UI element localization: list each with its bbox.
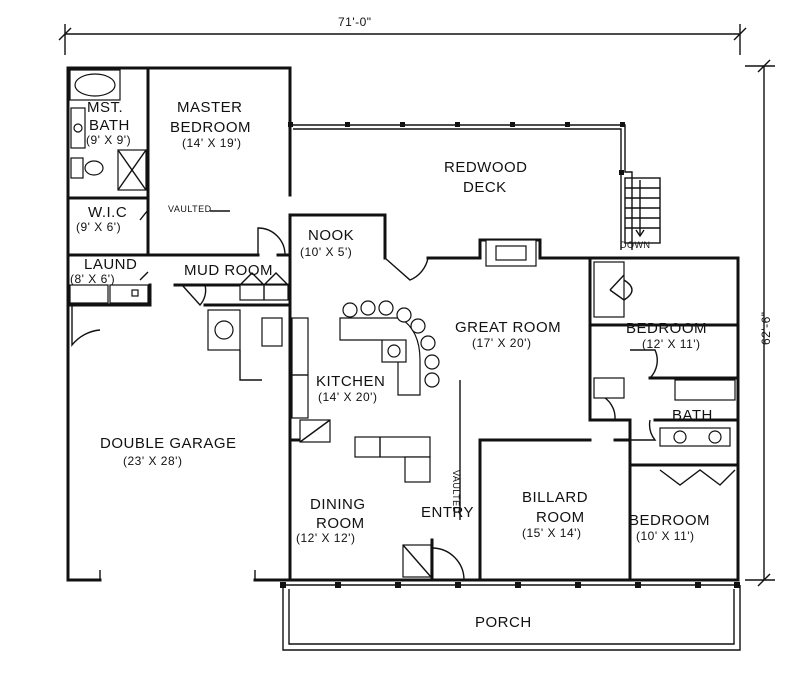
kitchen-island[interactable]	[339, 317, 421, 396]
laundry-fixtures	[69, 284, 149, 304]
bedroom-2-size: (10' X 11')	[636, 529, 695, 543]
nook-size: (10' X 5')	[300, 245, 352, 259]
vaulted-markers	[210, 210, 461, 520]
mud-room-lockers	[207, 272, 289, 381]
billard-room-label-2: ROOM	[536, 509, 585, 526]
depth-dimension-line	[745, 59, 775, 587]
wet-bar[interactable]	[354, 436, 431, 483]
bedroom-2-label: BEDROOM	[629, 512, 710, 529]
depth-dimension-label: 62'-6"	[759, 311, 773, 345]
down-note: DOWN	[620, 240, 651, 250]
great-room-size: (17' X 20')	[472, 336, 531, 350]
vaulted-note-master: VAULTED	[168, 204, 212, 214]
dining-room-label-1: DINING	[310, 496, 366, 513]
dining-room-label-2: ROOM	[316, 515, 365, 532]
great-room-label: GREAT ROOM	[455, 319, 561, 336]
width-dimension-label: 71'-0"	[338, 15, 372, 29]
mud-room-label: MUD ROOM	[184, 262, 273, 279]
width-dimension-line	[58, 24, 747, 55]
double-garage-size: (23' X 28')	[123, 454, 182, 468]
master-bath-fixtures	[69, 69, 147, 191]
master-bedroom-label-1: MASTER	[177, 99, 243, 116]
redwood-deck-label-1: REDWOOD	[444, 159, 528, 176]
nook-label: NOOK	[308, 227, 354, 244]
master-bedroom-label-2: BEDROOM	[170, 119, 251, 136]
mst-bath-label-2: BATH	[89, 117, 130, 134]
laund-size: (8' X 6')	[70, 272, 115, 286]
wic-size: (9' X 6')	[76, 220, 121, 234]
doors	[71, 209, 658, 581]
hall-bath-fixtures	[659, 379, 736, 486]
vaulted-note-great-room: VAULTED	[451, 470, 461, 514]
bar-stools[interactable]	[342, 300, 440, 388]
double-garage-label: DOUBLE GARAGE	[100, 435, 237, 452]
kitchen-size: (14' X 20')	[318, 390, 377, 404]
bedroom-1-label: BEDROOM	[626, 320, 707, 337]
laund-label: LAUND	[84, 256, 137, 273]
entry-closet	[402, 544, 432, 578]
entry-label: ENTRY	[421, 504, 474, 521]
redwood-deck-label-2: DECK	[463, 179, 507, 196]
porch-outline	[280, 582, 741, 651]
billard-room-label-1: BILLARD	[522, 489, 588, 506]
fireplace	[485, 239, 537, 267]
kitchen-counters	[291, 317, 331, 443]
bedroom-1-size: (12' X 11')	[642, 337, 701, 351]
bath-label: BATH	[672, 407, 713, 424]
master-bedroom-size: (14' X 19')	[182, 136, 241, 150]
porch-label: PORCH	[475, 614, 532, 631]
wic-label: W.I.C	[88, 204, 127, 221]
kitchen-label: KITCHEN	[316, 373, 385, 390]
dining-room-size: (12' X 12')	[296, 531, 355, 545]
mst-bath-size: (9' X 9')	[86, 133, 131, 147]
billard-room-size: (15' X 14')	[522, 526, 581, 540]
deck-stairs	[624, 177, 661, 244]
bedroom-closets	[593, 261, 633, 399]
mst-bath-label-1: MST.	[87, 99, 123, 116]
